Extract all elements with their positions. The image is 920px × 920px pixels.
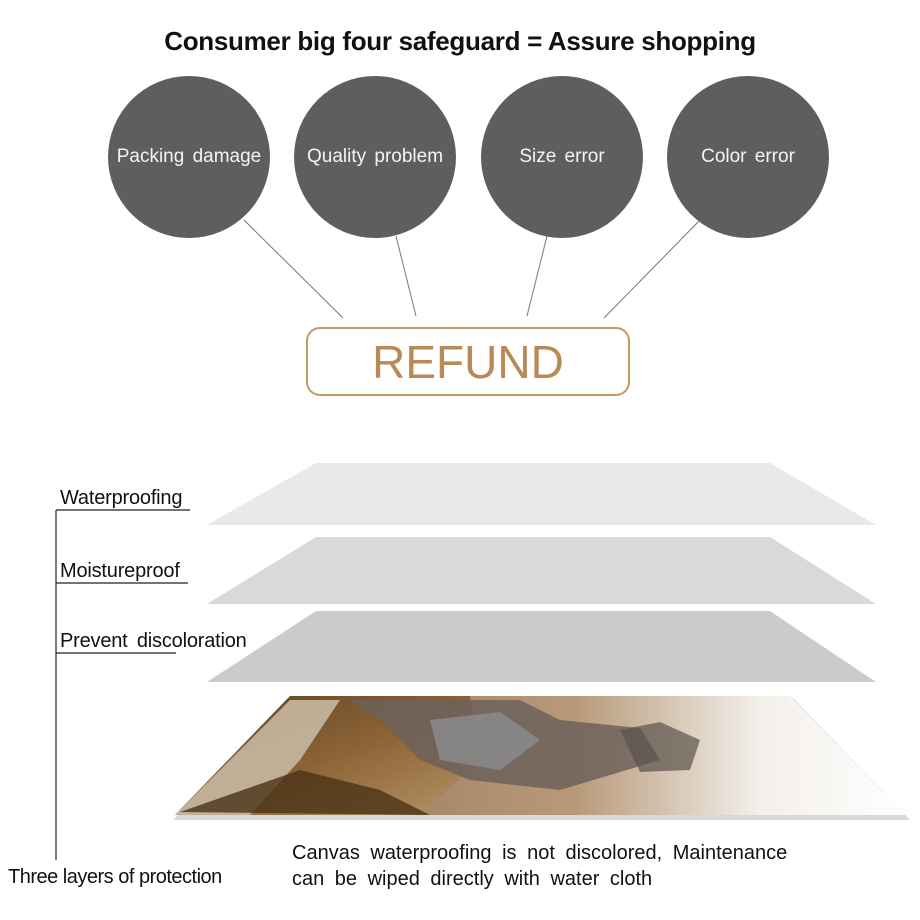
refund-box: REFUND xyxy=(306,327,630,396)
circle-quality-problem: Quality problem xyxy=(294,76,456,238)
circle-label: Packing damage xyxy=(116,146,262,167)
canvas-castle-roofs xyxy=(430,712,540,770)
circle-label: Quality problem xyxy=(306,146,444,167)
description-line-2: can be wiped directly with water cloth xyxy=(292,868,653,890)
circle-size-error: Size error xyxy=(481,76,643,238)
label-prevent-discoloration: Prevent discoloration xyxy=(60,630,247,652)
page-title: Consumer big four safeguard = Assure sho… xyxy=(164,26,756,56)
label-moistureproof: Moistureproof xyxy=(60,560,180,582)
circle-packing-damage: Packing damage xyxy=(108,76,270,238)
layer-bracket xyxy=(55,509,190,860)
description: Canvas waterproofing is not discolored, … xyxy=(292,840,787,892)
canvas-towers xyxy=(620,722,700,772)
circle-color-error: Color error xyxy=(667,76,829,238)
label-three-layers: Three layers of protection xyxy=(8,866,222,888)
layer-waterproofing xyxy=(207,463,876,525)
canvas-wall xyxy=(175,700,340,815)
layer-moistureproof xyxy=(207,537,876,604)
canvas-print xyxy=(173,696,910,820)
canvas-foliage xyxy=(180,770,430,815)
circle-label: Size error xyxy=(519,146,605,167)
description-line-1: Canvas waterproofing is not discolored, … xyxy=(292,842,788,864)
refund-label: REFUND xyxy=(372,335,564,388)
label-waterproofing: Waterproofing xyxy=(60,487,183,509)
layer-prevent-discoloration xyxy=(207,611,876,682)
circle-label: Color error xyxy=(701,146,795,167)
